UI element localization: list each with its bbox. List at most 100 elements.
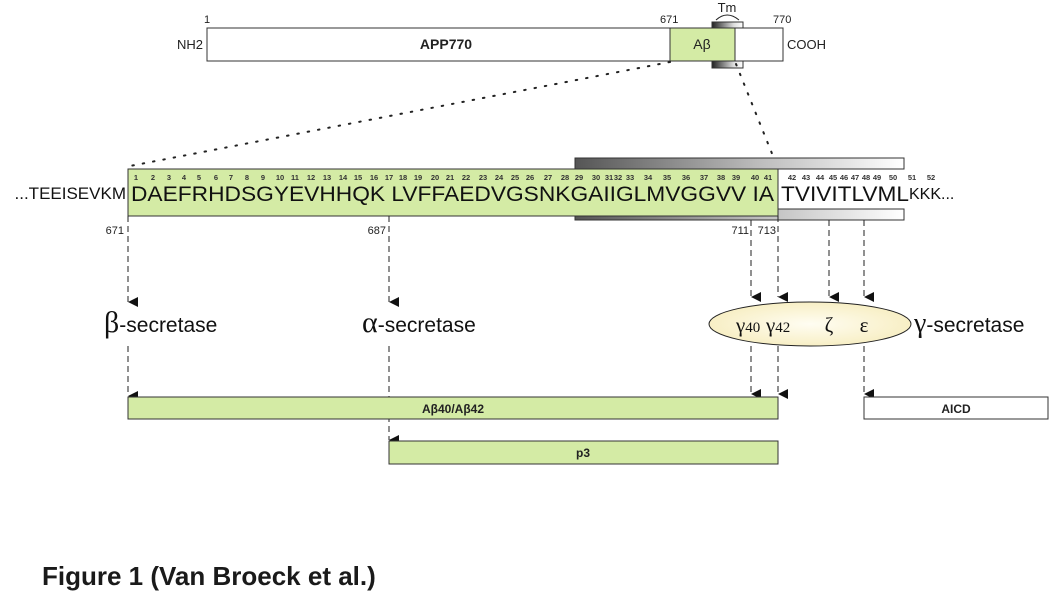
residue-number: 11 — [291, 173, 299, 182]
residue-number: 4 — [182, 173, 187, 182]
residue-number: 50 — [889, 173, 897, 182]
tm-bracket — [715, 14, 740, 21]
enzyme-labels: β-secretase α-secretase γ40 γ42 ζ ε γ-se… — [104, 301, 1024, 347]
aicd-product-bar — [863, 396, 1049, 420]
position-713-marker: 713 — [758, 225, 776, 237]
residue-number: 28 — [561, 173, 569, 182]
residue-number: 31 — [605, 173, 613, 182]
residue-number: 51 — [908, 173, 916, 182]
residue-number: 24 — [495, 173, 504, 182]
products: Aβ40/Aβ42 AICD p3 — [127, 396, 1049, 465]
alpha-secretase-label: α-secretase — [362, 306, 476, 339]
abeta-label: Aβ — [693, 36, 710, 52]
residue-number: 52 — [927, 173, 935, 182]
app770-label: APP770 — [420, 36, 472, 52]
n-terminus-label: NH2 — [177, 37, 203, 52]
p3-product-label: p3 — [576, 446, 590, 460]
residue-number: 21 — [446, 173, 454, 182]
residue-number: 6 — [214, 173, 218, 182]
c-terminus-label: COOH — [787, 37, 826, 52]
zoom-line-left — [129, 61, 671, 167]
abeta-product-label: Aβ40/Aβ42 — [422, 402, 484, 416]
app770-bar-outline — [206, 27, 784, 62]
residue-number: 1 — [134, 173, 138, 182]
beta-secretase-text: -secretase — [119, 314, 217, 337]
residue-number: 9 — [261, 173, 265, 182]
position-687-marker: 687 — [368, 225, 386, 237]
residue-number: 41 — [764, 173, 772, 182]
position-1-label: 1 — [204, 14, 210, 26]
sequence-suffix: KKK... — [909, 186, 954, 203]
beta-secretase-label: β-secretase — [104, 306, 217, 339]
gamma42-site: γ42 — [765, 313, 790, 337]
residue-number: 39 — [732, 173, 740, 182]
gamma40-site: γ40 — [735, 313, 760, 337]
residue-number: 19 — [414, 173, 422, 182]
sequence-panel: ...TEEISEVKM DAEFRHDSGYEVHHQK LVFFAEDVGS… — [15, 157, 954, 237]
position-671-marker: 671 — [106, 225, 124, 237]
residue-number: 48 — [862, 173, 870, 182]
residue-number: 44 — [816, 173, 825, 182]
residue-number: 43 — [802, 173, 810, 182]
residue-number: 47 — [851, 173, 859, 182]
residue-number: 25 — [511, 173, 519, 182]
residue-number: 18 — [399, 173, 407, 182]
residue-number: 14 — [339, 173, 348, 182]
residue-number: 27 — [544, 173, 552, 182]
residue-number: 10 — [276, 173, 284, 182]
residue-number: 13 — [323, 173, 331, 182]
product-arrows — [127, 346, 874, 445]
app770-bar-group: Tm 1 671 770 NH2 COOH APP770 Aβ — [177, 0, 826, 69]
residue-number: 23 — [479, 173, 487, 182]
abeta-sequence: DAEFRHDSGYEVHHQK LVFFAEDVGSNKGAIIGLMVGGV… — [131, 183, 774, 206]
residue-number: 26 — [526, 173, 534, 182]
residue-number: 45 — [829, 173, 837, 182]
abeta-sequence-segment-2: LVFFAEDVGSNKGAIIGLMVGGVV — [391, 183, 752, 206]
residue-number: 8 — [245, 173, 249, 182]
tm-tail-sequence: TVIVITLVML — [781, 183, 909, 206]
residue-number: 32 — [614, 173, 622, 182]
residue-number: 22 — [462, 173, 470, 182]
residue-number: 38 — [717, 173, 725, 182]
residue-number: 12 — [307, 173, 315, 182]
position-671-label: 671 — [660, 14, 678, 26]
aicd-product-label: AICD — [941, 402, 971, 416]
residue-number: 46 — [840, 173, 848, 182]
gamma-secretase-text: -secretase — [926, 314, 1024, 337]
residue-number: 30 — [592, 173, 600, 182]
residue-number: 37 — [700, 173, 708, 182]
residue-number: 7 — [229, 173, 233, 182]
position-711-marker: 711 — [731, 225, 749, 237]
beta-symbol: β — [104, 306, 119, 339]
abeta-sequence-box — [127, 168, 779, 217]
residue-number: 5 — [197, 173, 201, 182]
residue-number: 35 — [663, 173, 671, 182]
residue-number: 34 — [644, 173, 653, 182]
sequence-prefix: ...TEEISEVKM — [15, 184, 126, 203]
residue-number: 33 — [626, 173, 634, 182]
residue-number: 3 — [167, 173, 171, 182]
tm-label: Tm — [718, 0, 737, 15]
residue-number: 49 — [873, 173, 881, 182]
abeta-sequence-segment-3: IA — [753, 183, 774, 206]
zoom-line-right — [735, 63, 778, 167]
residue-number: 15 — [354, 173, 362, 182]
gamma-secretase-complex — [708, 301, 912, 347]
alpha-secretase-text: -secretase — [378, 314, 476, 337]
residue-number: 20 — [431, 173, 439, 182]
gamma-symbol: γ — [913, 308, 926, 339]
residue-number: 29 — [575, 173, 583, 182]
residue-number: 36 — [682, 173, 690, 182]
position-770-label: 770 — [773, 14, 791, 26]
residue-number: 2 — [151, 173, 155, 182]
zeta-site: ζ — [825, 313, 834, 337]
residue-number: 42 — [788, 173, 796, 182]
residue-number: 40 — [751, 173, 759, 182]
figure-caption: Figure 1 (Van Broeck et al.) — [42, 561, 376, 591]
p3-product-bar — [388, 440, 779, 465]
tm-gradient-bar-top — [574, 157, 905, 170]
epsilon-site: ε — [860, 313, 869, 337]
alpha-symbol: α — [362, 306, 378, 339]
